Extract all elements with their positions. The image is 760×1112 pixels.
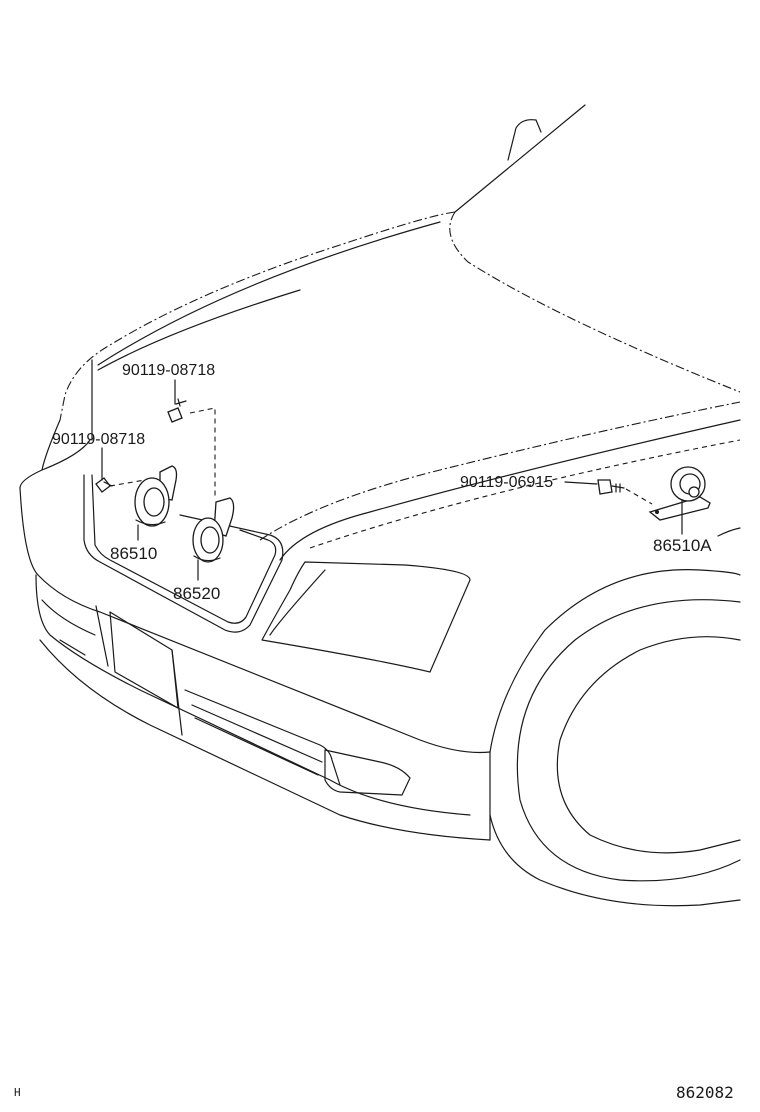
horn-86510A [648, 466, 711, 521]
horn-86520 [192, 497, 235, 563]
figure-number: 862082 [676, 1083, 734, 1102]
bolt-top [167, 398, 187, 423]
label-bolt-left: 90119-08718 [52, 431, 145, 448]
leader-lines [101, 379, 683, 581]
label-horn-low: 86510 [110, 544, 157, 563]
bolt-right [597, 479, 625, 495]
corner-mark: H [14, 1086, 21, 1099]
car-body [19, 104, 741, 907]
label-bolt-top: 90119-08718 [122, 362, 215, 379]
bolt-left [95, 477, 113, 493]
label-horn-right: 86510A [653, 536, 712, 555]
horn-86510 [134, 465, 178, 527]
label-bolt-right: 90119-06915 [460, 474, 553, 491]
callout-labels: 90119-08718 90119-08718 90119-06915 8651… [52, 362, 712, 603]
label-horn-high: 86520 [173, 584, 220, 603]
